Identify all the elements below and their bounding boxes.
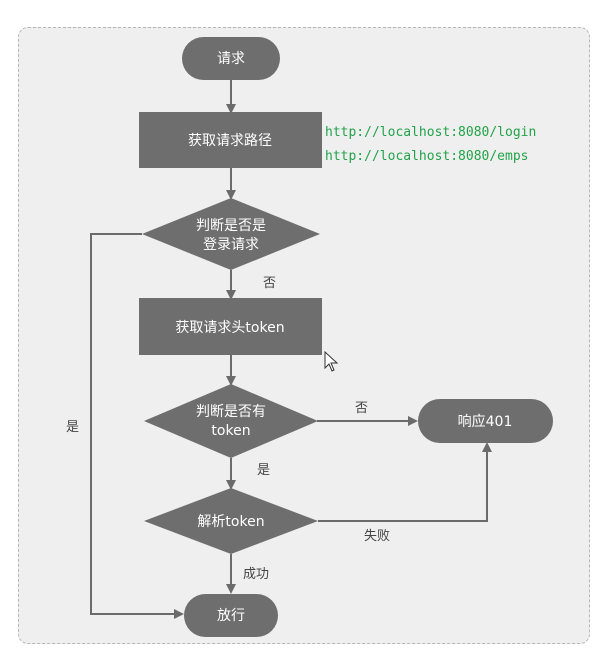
node-token-check-shape — [144, 384, 318, 458]
node-request: 请求 — [182, 37, 280, 80]
node-token-check: 判断是否有 token — [144, 384, 318, 458]
node-get-token-label: 获取请求头token — [175, 320, 284, 336]
node-token-check-label-1: 判断是否有 — [196, 404, 266, 420]
edge-label-yes-token: 是 — [257, 463, 270, 478]
node-respond-401: 响应401 — [418, 399, 553, 443]
node-request-label: 请求 — [217, 51, 245, 67]
cursor-icon — [324, 350, 339, 372]
edge-label-fail: 失败 — [364, 529, 390, 544]
node-parse-token-shape — [144, 488, 318, 554]
node-request-shape — [182, 37, 280, 80]
node-get-path-label: 获取请求路径 — [188, 133, 272, 149]
node-parse-token: 解析token — [144, 488, 318, 554]
node-login-check-shape — [142, 198, 320, 270]
node-respond-401-shape — [418, 399, 553, 443]
node-get-path: 获取请求路径 — [139, 112, 322, 168]
edge-login-check-to-allow — [90, 233, 184, 619]
url-login: http://localhost:8080/login — [325, 125, 536, 140]
node-get-path-shape — [139, 112, 322, 168]
node-allow: 放行 — [184, 594, 278, 637]
node-get-token-shape — [139, 298, 322, 355]
node-get-token: 获取请求头token — [139, 298, 322, 355]
node-login-check: 判断是否是 登录请求 — [142, 198, 320, 270]
node-login-check-label-1: 判断是否是 — [196, 218, 266, 234]
edge-label-yes-login: 是 — [66, 420, 79, 435]
node-allow-label: 放行 — [217, 608, 245, 624]
edge-label-no-token: 否 — [355, 401, 368, 416]
node-login-check-label-2: 登录请求 — [203, 237, 259, 253]
edge-parse-to-401 — [318, 442, 492, 522]
node-respond-401-label: 响应401 — [458, 413, 513, 430]
node-allow-shape — [184, 594, 278, 637]
edge-label-no-login: 否 — [263, 276, 276, 291]
edge-label-success: 成功 — [243, 567, 269, 582]
node-token-check-label-2: token — [211, 423, 250, 439]
connectors — [90, 80, 492, 619]
url-emps: http://localhost:8080/emps — [325, 149, 529, 164]
node-parse-token-label: 解析token — [197, 514, 264, 530]
